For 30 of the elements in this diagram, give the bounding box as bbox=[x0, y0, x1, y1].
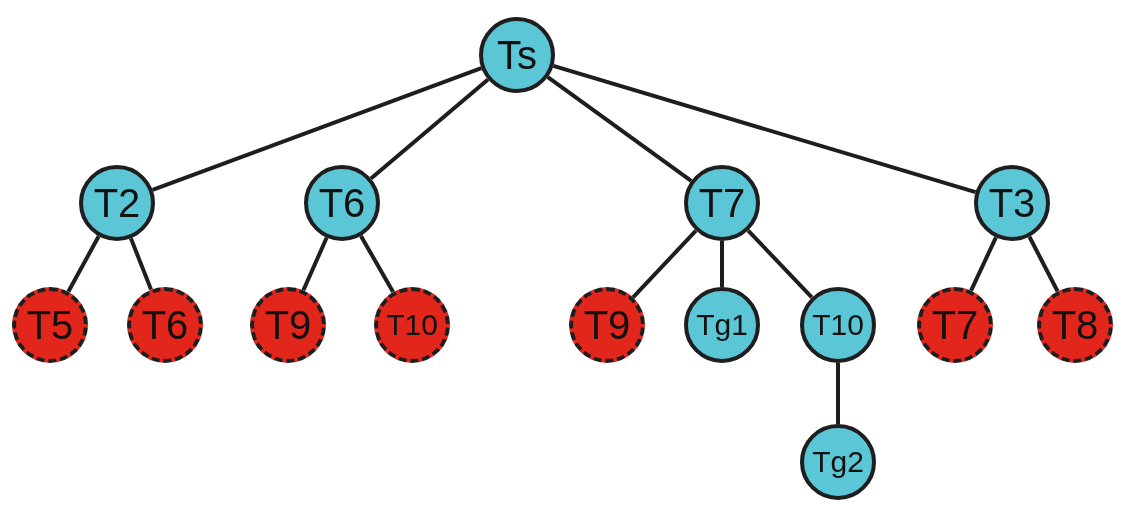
node-label: T7 bbox=[698, 183, 746, 223]
node-label: T6 bbox=[141, 305, 189, 345]
connector-line bbox=[129, 237, 153, 291]
node-label: T6 bbox=[318, 183, 366, 223]
connector-line bbox=[631, 229, 698, 299]
connector-line bbox=[969, 236, 998, 292]
connector-line bbox=[720, 241, 724, 287]
node-label: Tg2 bbox=[812, 447, 864, 477]
node-label: T8 bbox=[1051, 305, 1099, 345]
node-label: T7 bbox=[931, 305, 979, 345]
node-label: T9 bbox=[264, 305, 312, 345]
tree-node-circle bbox=[684, 165, 760, 241]
connector-line bbox=[552, 63, 977, 195]
connector-line bbox=[369, 78, 490, 180]
node-label: Tg1 bbox=[696, 310, 748, 340]
connector-line bbox=[66, 235, 101, 293]
connector-line bbox=[746, 229, 814, 299]
node-label: T2 bbox=[93, 183, 141, 223]
connector-line bbox=[151, 66, 483, 192]
connector-line bbox=[836, 363, 840, 424]
node-label: T5 bbox=[26, 305, 74, 345]
connector-line bbox=[546, 75, 693, 183]
node-label: T10 bbox=[812, 310, 864, 340]
node-label: T3 bbox=[988, 183, 1036, 223]
node-label: Ts bbox=[497, 35, 537, 75]
connector-line bbox=[301, 236, 329, 292]
node-label: T10 bbox=[386, 310, 438, 340]
connector-line bbox=[1027, 235, 1060, 293]
connector-line bbox=[359, 234, 395, 294]
node-label: T9 bbox=[583, 305, 631, 345]
